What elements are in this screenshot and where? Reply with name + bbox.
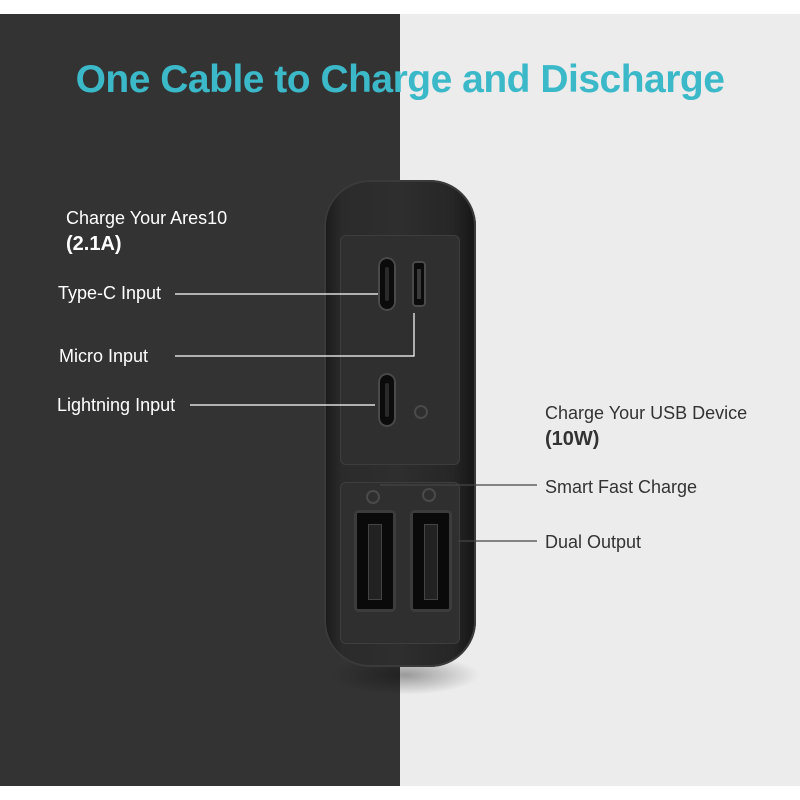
usb-port-1	[354, 510, 396, 612]
charge-usb-label: Charge Your USB Device	[545, 403, 748, 423]
micro-label: Micro Input	[59, 346, 149, 366]
dual-output-label: Dual Output	[545, 532, 642, 552]
input-panel	[340, 235, 460, 465]
power-icon	[414, 405, 428, 419]
type-c-label: Type-C Input	[58, 283, 162, 303]
headline: One Cable to Charge and Discharge	[75, 58, 725, 101]
fast-charge-icon	[422, 488, 436, 502]
micro-callout-line	[175, 313, 415, 357]
lightning-label: Lightning Input	[57, 395, 176, 415]
charge-usb-value: (10W)	[545, 428, 600, 450]
micro-port	[412, 261, 426, 307]
output-panel	[340, 482, 460, 644]
charge-ares-label: Charge Your Ares10	[66, 208, 228, 228]
smart-charge-icon	[366, 490, 380, 504]
type-c-port	[378, 257, 396, 311]
usb-port-2	[410, 510, 452, 612]
lightning-port	[378, 373, 396, 427]
charge-ares-value: (2.1A)	[66, 233, 122, 255]
smart-fast-label: Smart Fast Charge	[545, 477, 698, 497]
power-bank-device	[324, 180, 476, 667]
